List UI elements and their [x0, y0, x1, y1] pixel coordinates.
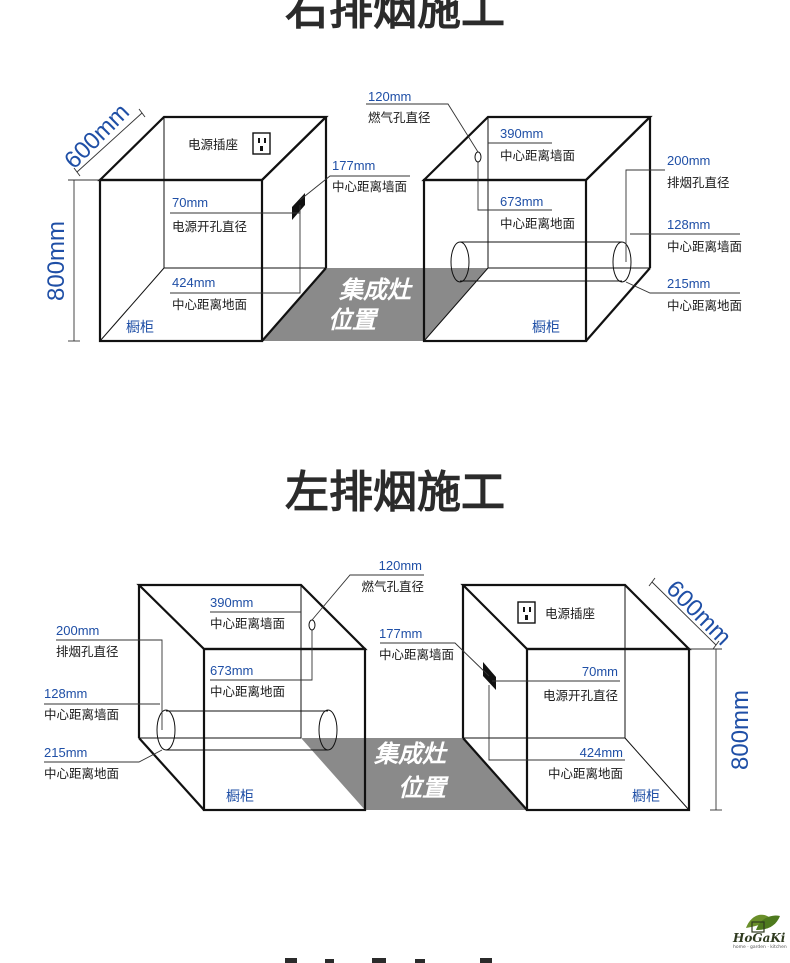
stove-area-2 — [301, 738, 527, 810]
house-icon — [751, 921, 765, 933]
gas-dia-text: 燃气孔直径 — [368, 110, 431, 125]
logo-slogan: home · garden · kitchen — [733, 944, 787, 950]
dimension-depth — [73, 108, 146, 177]
gas-hole — [474, 151, 482, 163]
exhaust-dia-leader-2 — [56, 639, 163, 730]
outlet-ground-value-2: 424mm — [580, 745, 623, 760]
gas-wall-text: 中心距离墙面 — [500, 148, 575, 163]
stove-area — [262, 268, 488, 341]
socket-icon-2 — [517, 601, 536, 624]
gas-ground-text: 中心距离地面 — [500, 216, 575, 231]
exhaust-ground-value-2: 215mm — [44, 745, 87, 760]
exhaust-pipe-2 — [156, 709, 338, 751]
cabinet-label-left: 橱柜 — [126, 320, 154, 336]
socket-label: 电源插座 — [188, 137, 238, 152]
gas-wall-value-2: 390mm — [210, 595, 253, 610]
gas-dia-text-2: 燃气孔直径 — [361, 579, 424, 594]
left-exhaust-title: 左排烟施工 — [285, 467, 505, 518]
dimension-height-2 — [689, 648, 722, 811]
left-cabinet-box-2 — [136, 583, 368, 812]
outlet-ground-text: 中心距离地面 — [172, 297, 247, 312]
exhaust-dia-leader — [625, 169, 665, 262]
leaf-icon-2 — [756, 915, 780, 930]
gas-hole-2 — [308, 619, 316, 631]
exhaust-ground-leader-2 — [44, 749, 163, 763]
outlet-height-value: 177mm — [332, 158, 375, 173]
exhaust-dia-text: 排烟孔直径 — [667, 175, 730, 190]
outlet-height-text-2: 中心距离墙面 — [379, 647, 454, 662]
gas-dia-leader — [366, 103, 479, 153]
exhaust-wall-text-2: 中心距离墙面 — [44, 707, 119, 722]
exhaust-dia-text-2: 排烟孔直径 — [56, 644, 119, 659]
cabinet-label-left-2: 橱柜 — [226, 789, 254, 805]
gas-ground-text-2: 中心距离地面 — [210, 684, 285, 699]
exhaust-dia-value: 200mm — [667, 153, 710, 168]
exhaust-wall-value-2: 128mm — [44, 686, 87, 701]
gas-dia-leader-2 — [311, 574, 424, 621]
right-cabinet-box — [421, 115, 653, 343]
logo-brand: HoGaKi — [732, 931, 786, 945]
gas-ground-leader — [477, 162, 552, 211]
depth-label: 600mm — [59, 99, 135, 175]
exhaust-ground-text-2: 中心距离地面 — [44, 766, 119, 781]
exhaust-dia-value-2: 200mm — [56, 623, 99, 638]
outlet-ground-leader-2 — [488, 685, 625, 761]
cabinet-label-right-2: 橱柜 — [632, 789, 660, 805]
exhaust-wall-text: 中心距离墙面 — [667, 239, 742, 254]
dimension-height — [68, 179, 100, 342]
outlet-height-text: 中心距离墙面 — [332, 179, 407, 194]
outlet-dia-value-2: 70mm — [582, 664, 618, 679]
gas-ground-leader-2 — [210, 630, 313, 681]
gas-ground-value-2: 673mm — [210, 663, 253, 678]
gas-wall-text-2: 中心距离墙面 — [210, 616, 285, 631]
cabinet-label-right: 橱柜 — [532, 320, 560, 336]
gas-wall-value: 390mm — [500, 126, 543, 141]
exhaust-ground-leader — [625, 281, 740, 294]
gas-dia-value-2: 120mm — [379, 558, 422, 573]
gas-dia-value: 120mm — [368, 89, 411, 104]
outlet-leader — [299, 175, 410, 201]
left-cabinet-box — [97, 115, 329, 343]
right-exhaust-title: 右排烟施工 — [285, 0, 505, 35]
exhaust-pipe — [450, 241, 632, 283]
depth-label-2: 600mm — [661, 575, 737, 651]
height-label-2: 800mm — [727, 690, 754, 770]
next-section-peek — [285, 958, 492, 963]
socket-icon — [252, 132, 271, 155]
outlet-dia-text-2: 电源开孔直径 — [543, 688, 618, 703]
outlet-ground-text-2: 中心距离地面 — [548, 766, 623, 781]
socket-label-2: 电源插座 — [545, 606, 595, 621]
stove-label2-line2: 位置 — [398, 774, 449, 802]
outlet-dia-value: 70mm — [172, 195, 208, 210]
stove-label-line2: 位置 — [328, 306, 379, 334]
outlet-leader-2 — [380, 642, 490, 677]
stove-label-line1: 集成灶 — [338, 276, 413, 304]
brand-logo: HoGaKi home · garden · kitchen — [732, 914, 787, 950]
outlet-dia-text: 电源开孔直径 — [172, 219, 247, 234]
outlet-hole-2 — [483, 662, 496, 690]
outlet-height-value-2: 177mm — [379, 626, 422, 641]
exhaust-wall-value: 128mm — [667, 217, 710, 232]
outlet-ground-value: 424mm — [172, 275, 215, 290]
dimension-depth-2 — [648, 577, 720, 650]
exhaust-ground-value: 215mm — [667, 276, 710, 291]
gas-ground-value: 673mm — [500, 194, 543, 209]
stove-label2-line1: 集成灶 — [373, 740, 448, 768]
outlet-ground-leader — [170, 210, 301, 294]
height-label: 800mm — [43, 221, 70, 301]
exhaust-ground-text: 中心距离地面 — [667, 298, 742, 313]
